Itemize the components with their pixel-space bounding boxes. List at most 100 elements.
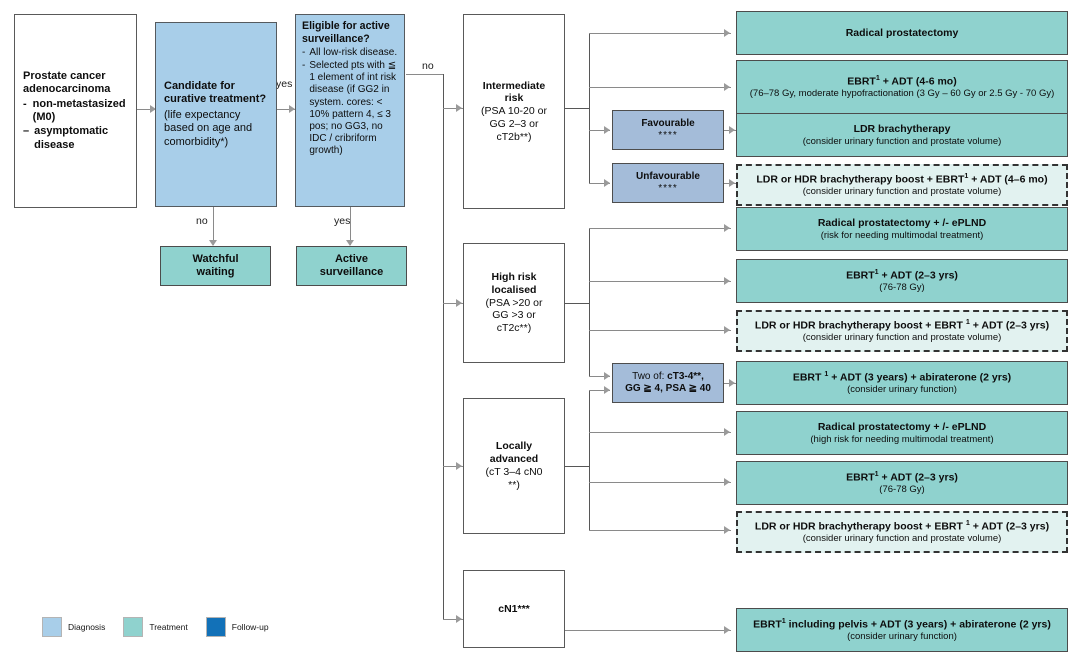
node-active-surveillance[interactable]: Active surveillance [296, 246, 407, 286]
arrowhead [724, 29, 730, 37]
arrowhead [604, 372, 610, 380]
hr-boost-sub: (consider urinary function and prostate … [802, 332, 1002, 344]
connector-la-rp [589, 432, 731, 433]
arrowhead [729, 126, 735, 134]
hr-rp-sub: (risk for needing multimodal treatment) [820, 229, 984, 241]
treatment-intermediate-radical-prostatectomy[interactable]: Radical prostatectomy [736, 11, 1068, 55]
node-cn1[interactable]: cN1*** [463, 570, 565, 648]
int-ebrt-title-sup: 1 [875, 74, 880, 83]
node-two-of-criteria[interactable]: Two of: cT3-4**, GG ≧ 4, PSA ≧ 40 [612, 363, 724, 403]
treatment-highrisk-brachy-boost[interactable]: LDR or HDR brachytherapy boost + EBRT 1 … [736, 310, 1068, 352]
arrowhead [724, 277, 730, 285]
arrowhead [724, 478, 730, 486]
treatment-highrisk-ebrt-adt-abiraterone[interactable]: EBRT 1 + ADT (3 years) + abiraterone (2 … [736, 361, 1068, 405]
node-eligible-active-surveillance[interactable]: Eligible for active surveillance? - All … [295, 14, 405, 207]
arrowhead [456, 615, 462, 623]
treatment-highrisk-ebrt-adt[interactable]: EBRT1 + ADT (2–3 yrs) (76-78 Gy) [736, 259, 1068, 303]
arrowhead [604, 126, 610, 134]
arrowhead [724, 224, 730, 232]
int-ebrt-title-pre: EBRT [847, 75, 876, 88]
node-locally-advanced[interactable]: Locally advanced (cT 3–4 cN0 **) [463, 398, 565, 534]
arrowhead [724, 326, 730, 334]
treatment-cn1-ebrt-pelvis[interactable]: EBRT1 including pelvis + ADT (3 years) +… [736, 608, 1068, 652]
edge-label-no-curative: no [196, 215, 208, 227]
node-start[interactable]: Prostate cancer adenocarcinoma - non-met… [14, 14, 137, 208]
treatment-localadv-ebrt-adt[interactable]: EBRT1 + ADT (2–3 yrs) (76-78 Gy) [736, 461, 1068, 505]
arrowhead [346, 240, 354, 246]
eligible-title: Eligible for active surveillance? [302, 20, 390, 45]
localadv-title-2: advanced [489, 453, 539, 466]
intermediate-sub-3: cT2b**) [496, 130, 532, 143]
hr-boost-title-pre: LDR or HDR brachytherapy boost + EBRT [754, 319, 966, 332]
hr-ebrt-title-post: + ADT (2–3 yrs) [878, 269, 958, 282]
edge-label-yes-curative: yes [276, 78, 293, 90]
node-watchful-waiting[interactable]: Watchful waiting [160, 246, 271, 286]
intermediate-title-2: risk [504, 92, 524, 105]
localadv-sub-2: **) [508, 478, 520, 491]
connector-la-twoof [589, 390, 610, 391]
highrisk-sub-1: (PSA >20 or [485, 296, 543, 309]
connector-curative-eligible [277, 109, 295, 110]
connector-curative-watchful [213, 207, 214, 245]
la-rp-title: Radical prostatectomy + /- ePLND [817, 420, 987, 433]
la-ebrt-title-sup: 1 [874, 470, 879, 479]
twoof-line1-prefix: Two of: [632, 370, 668, 382]
connector-cn1-ebrt [565, 630, 731, 631]
la-ebrt-title-post: + ADT (2–3 yrs) [878, 471, 958, 484]
curative-title: Candidate for curative treatment? [164, 79, 267, 106]
arrowhead [456, 299, 462, 307]
highrisk-sub-2: GG >3 or [492, 309, 536, 322]
localadv-title-1: Locally [495, 440, 533, 453]
legend-swatch-followup [205, 617, 226, 637]
highrisk-sub-3: cT2c**) [496, 322, 532, 335]
connector-localadv-out [565, 466, 590, 468]
treatment-localadv-brachy-boost[interactable]: LDR or HDR brachytherapy boost + EBRT 1 … [736, 511, 1068, 553]
unfavourable-stars: **** [658, 183, 678, 194]
treatment-intermediate-brachy-boost[interactable]: LDR or HDR brachytherapy boost + EBRT1 +… [736, 164, 1068, 206]
unfavourable-label: Unfavourable [636, 170, 700, 182]
treatment-intermediate-ebrt-adt[interactable]: EBRT1 + ADT (4-6 mo) (76–78 Gy, moderate… [736, 60, 1068, 114]
twoof-line1-bold: cT3-4**, [667, 370, 704, 382]
la-boost-title: LDR or HDR brachytherapy boost + EBRT 1 … [755, 519, 1049, 533]
node-high-risk-localised[interactable]: High risk localised (PSA >20 or GG >3 or… [463, 243, 565, 363]
eligible-bullet-2-text: Selected pts with ≦ 1 element of int ris… [309, 60, 397, 157]
node-favourable[interactable]: Favourable **** [612, 110, 724, 150]
cn1-ebrt-title-pre: EBRT [753, 618, 782, 631]
node-unfavourable[interactable]: Unfavourable **** [612, 163, 724, 203]
start-title-1: Prostate cancer [23, 69, 106, 82]
legend-swatch-treatment [123, 617, 144, 637]
localadv-sub-1: (cT 3–4 cN0 [485, 466, 543, 478]
connector-spine-highrisk [443, 303, 463, 304]
connector-int-unfavourable [589, 183, 610, 184]
eligible-bullet-1-mark: - [302, 46, 306, 58]
la-boost-title-pre: LDR or HDR brachytherapy boost + EBRT [754, 520, 966, 533]
legend-label-followup: Follow-up [231, 622, 269, 632]
connector-hr-twoof [589, 376, 610, 377]
la-rp-sub: (high risk for needing multimodal treatm… [810, 433, 994, 445]
twoof-line2: GG ≧ 4, PSA ≧ 40 [625, 383, 711, 394]
connector-la-ebrt [589, 482, 731, 483]
treatment-localadv-radical-prostatectomy[interactable]: Radical prostatectomy + /- ePLND (high r… [736, 411, 1068, 455]
connector-highrisk-out [565, 303, 590, 305]
la-ebrt-title-pre: EBRT [846, 471, 875, 484]
connector-eligible-active [350, 207, 351, 245]
int-ldr-title: LDR brachytherapy [853, 122, 951, 135]
edge-label-yes-as: yes [334, 215, 351, 227]
highrisk-title-1: High risk [491, 271, 537, 283]
node-intermediate-risk[interactable]: Intermediate risk (PSA 10-20 or GG 2–3 o… [463, 14, 565, 209]
int-ebrt-sub: (76–78 Gy, moderate hypofractionation (3… [749, 88, 1055, 100]
arrowhead [729, 379, 735, 387]
highrisk-title-2: localised [491, 283, 537, 296]
connector-hr-ebrt [589, 281, 731, 282]
arrowhead [604, 179, 610, 187]
treatment-highrisk-radical-prostatectomy[interactable]: Radical prostatectomy + /- ePLND (risk f… [736, 207, 1068, 251]
node-candidate-curative[interactable]: Candidate for curative treatment? (life … [155, 22, 277, 207]
connector-start-curative [137, 109, 155, 110]
treatment-intermediate-ldr-brachytherapy[interactable]: LDR brachytherapy (consider urinary func… [736, 113, 1068, 157]
int-ebrt-title: EBRT1 + ADT (4-6 mo) [847, 74, 956, 88]
cn1-ebrt-title-sup: 1 [781, 617, 786, 626]
watchful-line-1: Watchful [192, 252, 239, 265]
arrowhead [724, 526, 730, 534]
hr-ebrt-sub: (76-78 Gy) [879, 282, 925, 294]
int-boost-sub: (consider urinary function and prostate … [802, 186, 1002, 198]
